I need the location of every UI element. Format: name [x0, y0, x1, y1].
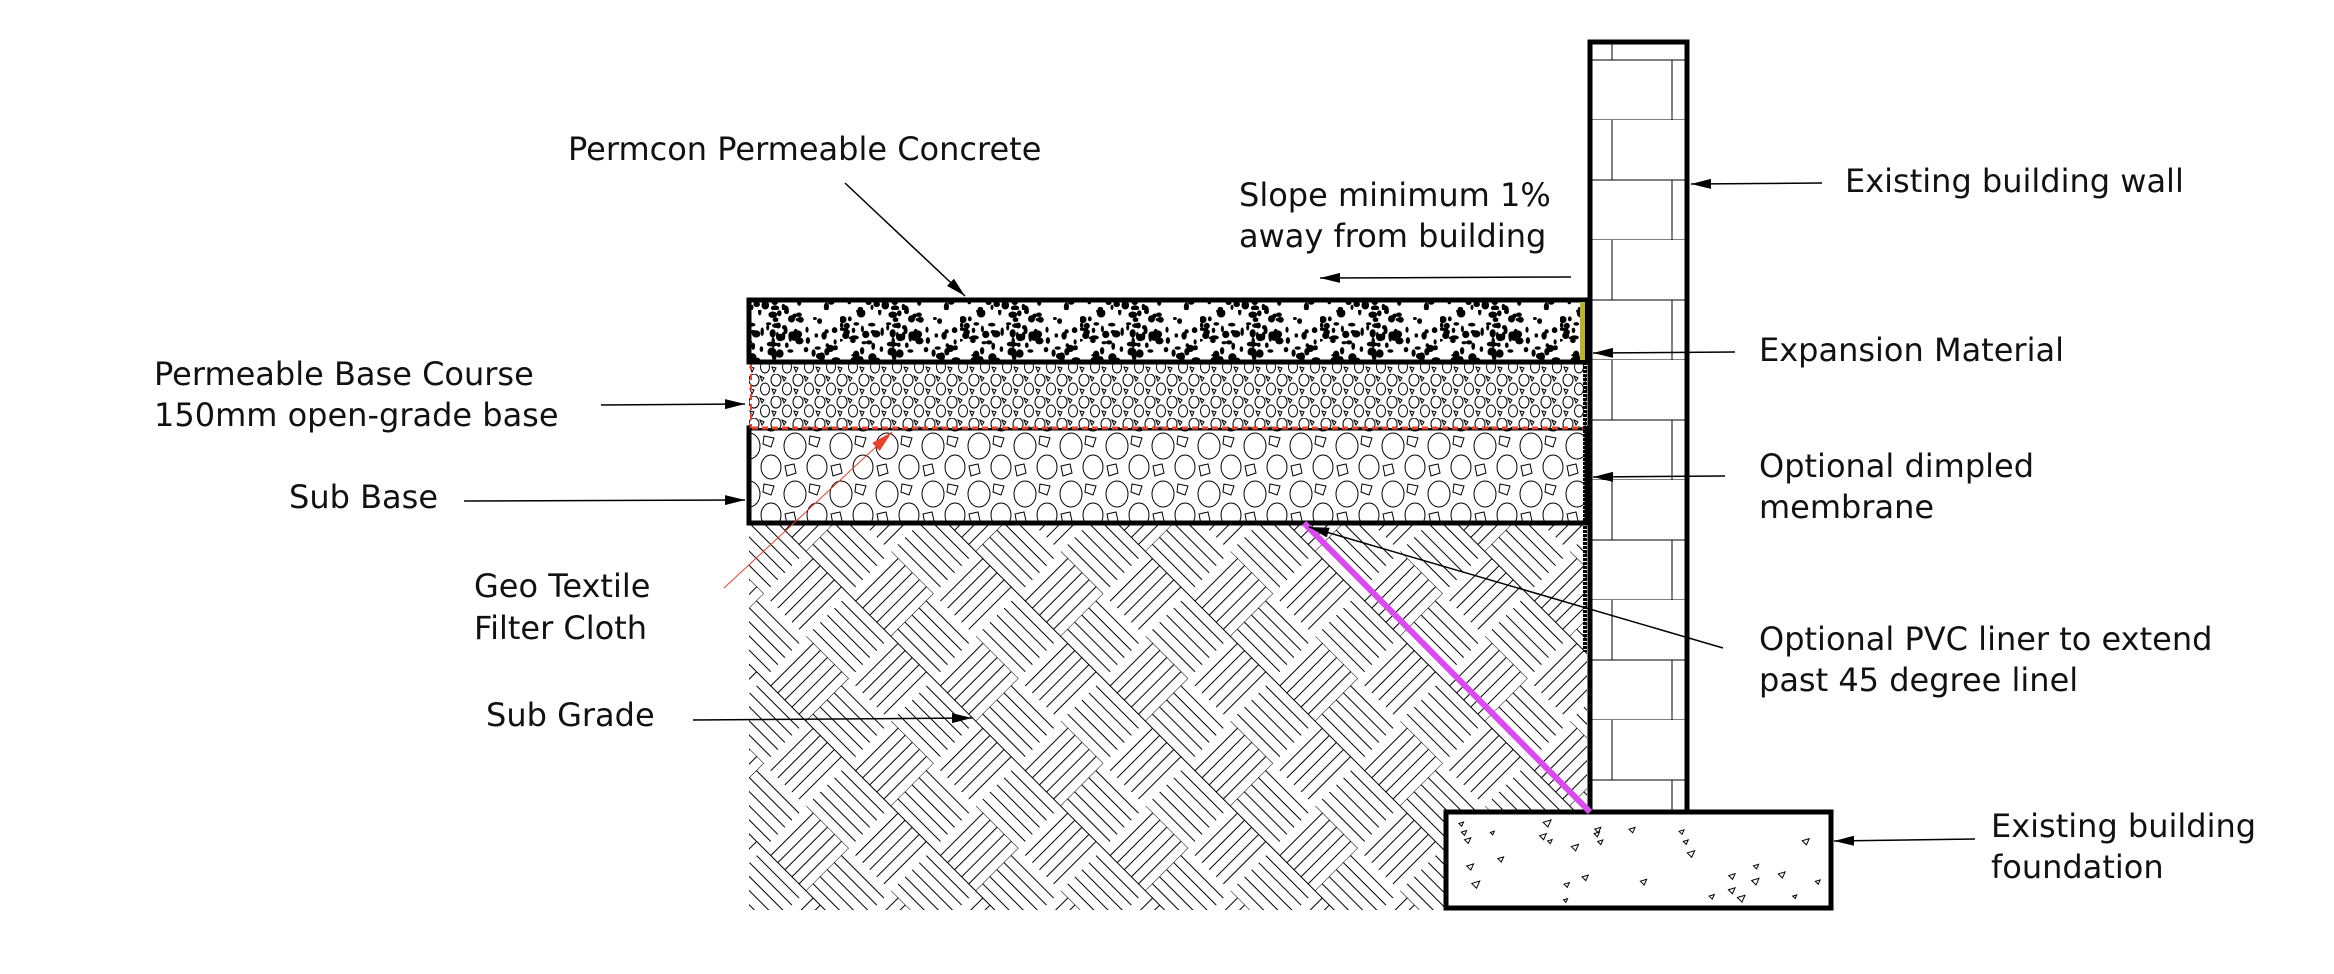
label-foundation-2: foundation	[1991, 848, 2164, 886]
label-sub-grade: Sub Grade	[486, 696, 655, 734]
existing-building-wall	[1587, 39, 1690, 817]
label-pvc-1: Optional PVC liner to extend	[1759, 620, 2212, 658]
concrete-leader	[844, 182, 966, 297]
label-expansion: Expansion Material	[1759, 331, 2064, 369]
label-wall: Existing building wall	[1845, 162, 2184, 200]
sub-base-layer	[746, 425, 1590, 526]
label-geotextile-1: Geo Textile	[474, 567, 650, 605]
membrane-leader	[1592, 471, 1726, 482]
permeable-concrete-layer	[746, 297, 1590, 365]
base-course-layer	[749, 362, 1587, 428]
expansion-material	[1580, 302, 1585, 360]
label-slope-2: away from building	[1239, 217, 1546, 255]
foundation-aggregate-marks	[1457, 819, 1822, 904]
slope-arrow	[1319, 272, 1572, 283]
label-membrane-2: membrane	[1759, 488, 1934, 526]
wall-leader	[1690, 178, 1823, 189]
label-membrane-1: Optional dimpled	[1759, 447, 2034, 485]
label-sub-base: Sub Base	[289, 478, 438, 516]
existing-building-foundation	[1443, 809, 1834, 911]
label-foundation-1: Existing building	[1991, 807, 2256, 845]
base-course-leader	[600, 399, 746, 410]
geotextile-leader	[723, 431, 893, 589]
expansion-leader	[1592, 347, 1736, 358]
label-base-course-2: 150mm open-grade base	[154, 396, 559, 434]
sub-base-leader	[463, 495, 746, 506]
pvc-liner	[1301, 520, 1593, 815]
foundation-leader	[1833, 835, 1976, 846]
label-geotextile-2: Filter Cloth	[474, 609, 647, 647]
pvc-leader	[1308, 526, 1724, 649]
label-slope-1: Slope minimum 1%	[1239, 176, 1551, 214]
label-pvc-2: past 45 degree linel	[1759, 661, 2078, 699]
label-base-course-1: Permeable Base Course	[154, 355, 534, 393]
label-concrete: Permcon Permeable Concrete	[568, 130, 1041, 168]
sub-grade-leader	[692, 713, 973, 724]
